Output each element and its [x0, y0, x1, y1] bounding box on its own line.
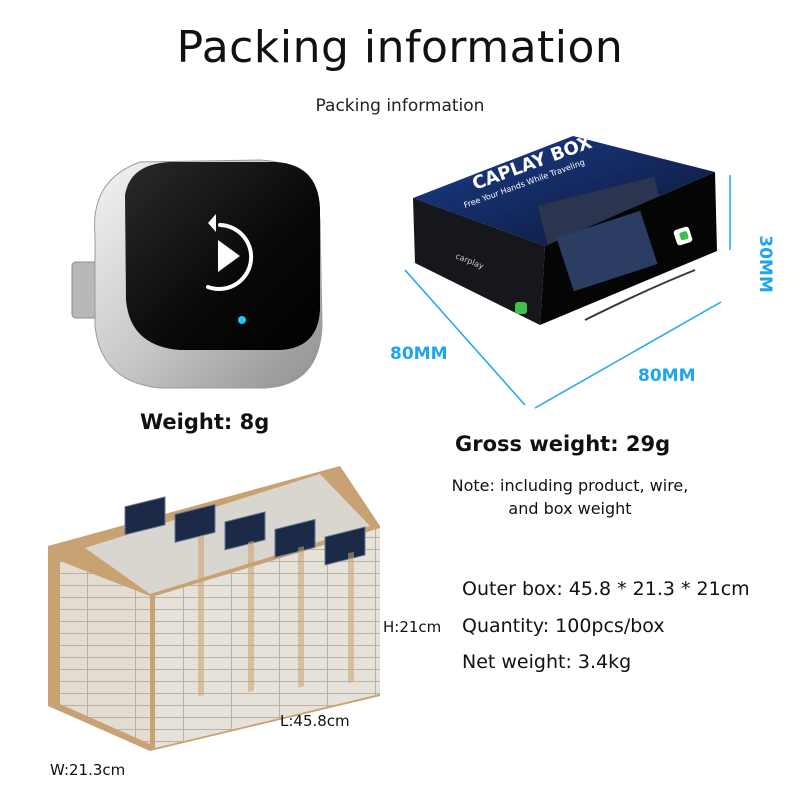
spec-net-weight: Net weight: 3.4kg: [462, 651, 632, 673]
spec-quantity: Quantity: 100pcs/box: [462, 615, 665, 637]
spec-outer-box: Outer box: 45.8 * 21.3 * 21cm: [462, 578, 750, 600]
carton-width-label: W:21.3cm: [50, 761, 126, 779]
dimension-line-bottom: [534, 301, 722, 409]
shipping-carton-image: [48, 466, 380, 751]
page-subtitle: Packing information: [315, 96, 485, 116]
gross-weight: Gross weight: 29g: [455, 432, 671, 456]
adapter-product-image: [71, 159, 323, 389]
weight-note-line-1: Note: including product, wire,: [451, 476, 689, 495]
box-dim-height: 30MM: [754, 235, 775, 293]
box-dim-bottom: 80MM: [638, 366, 696, 386]
carton-length-label: L:45.8cm: [280, 712, 350, 730]
box-dim-left: 80MM: [390, 344, 448, 364]
weight-note-line-2: and box weight: [508, 499, 632, 518]
retail-box-image: CAPLAY BOX Free Your Hands While Traveli…: [404, 132, 731, 409]
dimension-line-left: [404, 269, 526, 406]
product-weight: Weight: 8g: [140, 410, 270, 434]
carton-height-label: H:21cm: [383, 618, 442, 636]
page-title: Packing information: [176, 22, 624, 73]
weight-note: Note: including product, wire, and box w…: [420, 474, 720, 520]
